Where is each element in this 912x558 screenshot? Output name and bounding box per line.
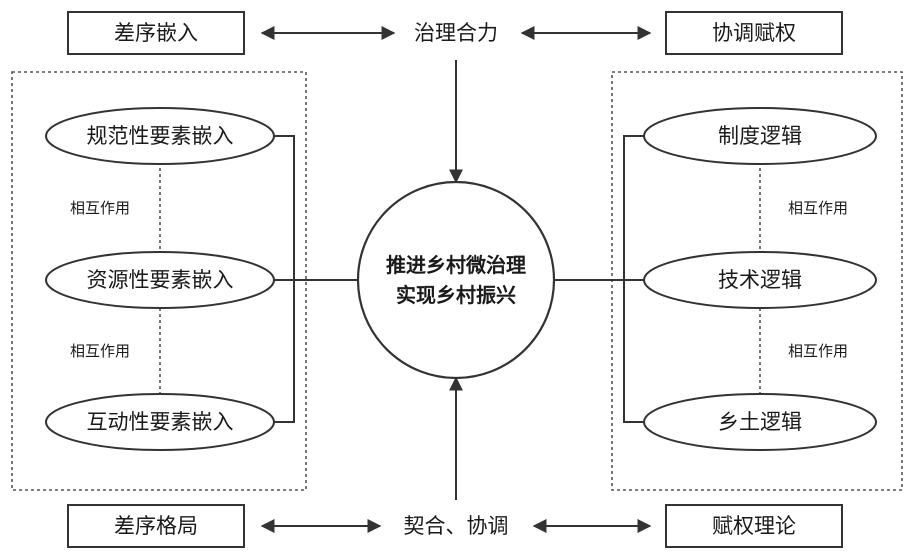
- left-group-frame: [11, 71, 307, 491]
- top-left-box-label: 差序嵌入: [114, 21, 198, 45]
- right-ellipse-3-label: 乡土逻辑: [718, 410, 802, 434]
- top-center-label: 治理合力: [414, 21, 498, 45]
- left-ellipse-3-label: 互动性要素嵌入: [87, 410, 234, 434]
- top-right-box-label: 协调赋权: [712, 21, 796, 45]
- center-line-2: 实现乡村振兴: [396, 283, 516, 307]
- left-ellipse-1-label: 规范性要素嵌入: [87, 124, 234, 148]
- right-ellipse-1-label: 制度逻辑: [718, 124, 802, 148]
- right-ellipse-1: [643, 107, 877, 165]
- bottom-center-label: 契合、协调: [404, 514, 509, 538]
- right-ellipse-2: [643, 251, 877, 309]
- left-interaction-label-1: 相互作用: [70, 199, 130, 217]
- right-ellipse-3: [643, 393, 877, 451]
- bottom-right-box: [665, 504, 843, 548]
- left-interaction-label-2: 相互作用: [70, 342, 130, 360]
- center-circle: [356, 180, 556, 380]
- center-line-1: 推进乡村微治理: [386, 253, 526, 277]
- left-ellipse-1: [45, 107, 275, 165]
- right-interaction-label-2: 相互作用: [788, 342, 848, 360]
- right-interaction-label-1: 相互作用: [788, 199, 848, 217]
- bottom-right-box-label: 赋权理论: [712, 514, 796, 538]
- bottom-left-box: [67, 504, 245, 548]
- left-ellipse-2-label: 资源性要素嵌入: [87, 268, 234, 292]
- bottom-left-box-label: 差序格局: [114, 514, 198, 538]
- top-right-box: [665, 11, 843, 55]
- top-left-box: [67, 11, 245, 55]
- left-ellipse-3: [45, 393, 275, 451]
- left-ellipse-2: [45, 251, 275, 309]
- right-ellipse-2-label: 技术逻辑: [718, 268, 802, 292]
